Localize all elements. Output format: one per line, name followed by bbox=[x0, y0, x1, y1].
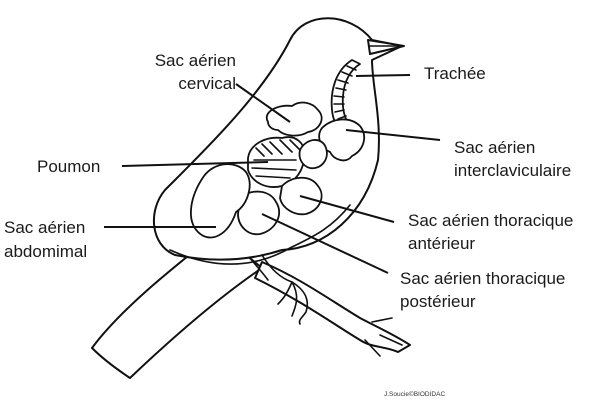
bird-beak bbox=[367, 39, 405, 55]
wing-edge bbox=[169, 204, 351, 265]
leader-thoracic-anterior bbox=[299, 195, 395, 223]
cervical-air-sac bbox=[265, 101, 323, 137]
air-sac-lobe bbox=[298, 139, 328, 170]
thoracic-posterior-air-sac bbox=[237, 190, 281, 236]
lung-texture bbox=[251, 139, 301, 179]
leader-lung bbox=[121, 161, 269, 167]
leader-trachea bbox=[355, 74, 411, 77]
label-interclavicular-line1: Sac aérien bbox=[454, 138, 535, 157]
label-thoracic-posterior-line1: Sac aérien thoracique bbox=[400, 269, 565, 288]
label-abdominal-line1: Sac aérien bbox=[4, 218, 85, 237]
label-trachea: Trachée bbox=[424, 64, 486, 83]
label-cervical-line2: cervical bbox=[178, 74, 236, 93]
label-thoracic-posterior-line2: postérieur bbox=[400, 292, 476, 311]
label-cervical-line1: Sac aérien bbox=[155, 51, 236, 70]
label-thoracic-anterior-line2: antérieur bbox=[408, 234, 475, 253]
label-lung: Poumon bbox=[37, 157, 100, 176]
credit-line: J.Soucie©BIODIDAC bbox=[384, 390, 445, 398]
leader-thoracic-posterior bbox=[261, 213, 389, 274]
label-thoracic-anterior-line1: Sac aérien thoracique bbox=[408, 211, 573, 230]
label-interclavicular-line2: interclaviculaire bbox=[454, 161, 571, 180]
abdominal-air-sac bbox=[190, 163, 251, 239]
bird-foot bbox=[277, 281, 309, 325]
bird-leg bbox=[249, 254, 293, 283]
leader-cervical bbox=[235, 83, 291, 123]
leader-interclavicular bbox=[345, 129, 441, 141]
label-abdominal-line2: abdomimal bbox=[4, 242, 87, 261]
branch-twig bbox=[364, 317, 403, 357]
bird-tail bbox=[91, 231, 263, 379]
